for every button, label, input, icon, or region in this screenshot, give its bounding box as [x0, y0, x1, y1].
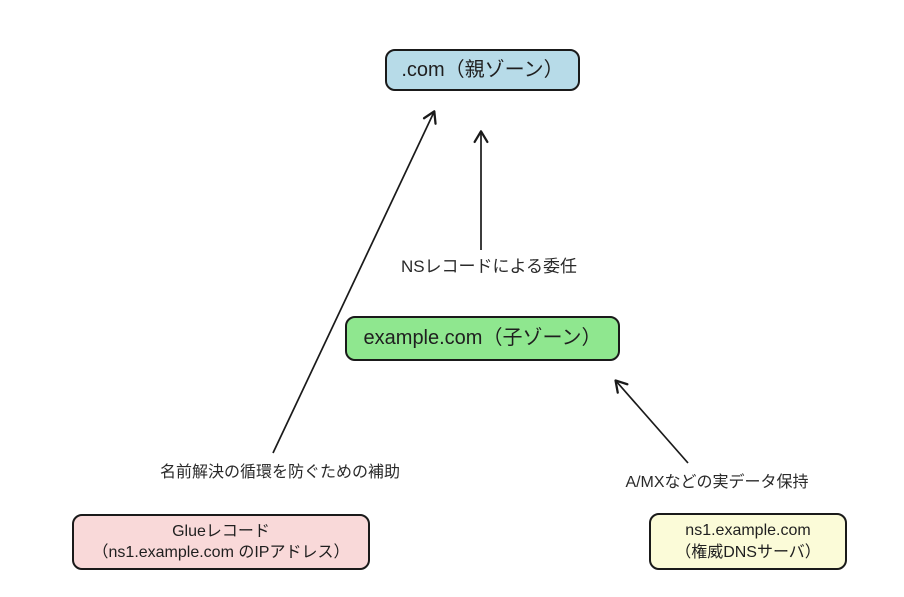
node-ns1-server-line2: （権威DNSサーバ）: [675, 543, 821, 561]
node-com-parent-zone-label: .com（親ゾーン）: [401, 58, 564, 81]
edge-label-glue-purpose: 名前解決の循環を防ぐための補助: [159, 464, 401, 481]
arrow-glue-to-parent-zone: [272, 110, 437, 454]
node-example-child-zone-label: example.com（子ゾーン）: [363, 327, 602, 350]
edge-label-real-data: A/MXなどの実データ保持: [625, 474, 809, 491]
node-glue-record-line1: Glueレコード: [172, 522, 270, 540]
arrow-ns1-to-child-zone: [614, 379, 689, 464]
node-glue-record-line2: （ns1.example.com のIPアドレス）: [92, 544, 350, 561]
node-ns1-server-line1: ns1.example.com: [685, 522, 811, 540]
node-com-parent-zone: .com（親ゾーン）: [385, 49, 580, 91]
node-example-child-zone: example.com（子ゾーン）: [345, 316, 620, 361]
edge-label-ns-delegation: NSレコードによる委任: [400, 257, 578, 276]
node-ns1-server: ns1.example.com （権威DNSサーバ）: [649, 513, 847, 570]
node-glue-record: Glueレコード （ns1.example.com のIPアドレス）: [72, 514, 370, 570]
